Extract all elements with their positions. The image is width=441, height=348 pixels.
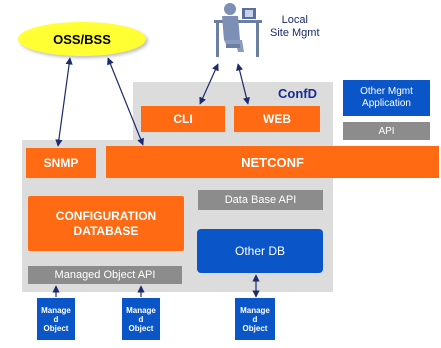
managed-object-2[interactable]: Manage d Object xyxy=(122,298,160,340)
configuration-database-box[interactable]: CONFIGURATION DATABASE xyxy=(28,196,184,251)
arrow-oss-snmp xyxy=(55,57,73,147)
local-site-line1: Local xyxy=(281,14,308,26)
other-db-box[interactable]: Other DB xyxy=(197,229,323,273)
managed-object-2-line1: Manage xyxy=(126,305,156,315)
local-site-label: Local Site Mgmt xyxy=(270,14,320,40)
managed-object-3[interactable]: Manage d Object xyxy=(235,298,275,340)
managed-object-1-line2: d xyxy=(53,314,59,324)
person-at-computer-icon xyxy=(214,3,262,57)
cli-box[interactable]: CLI xyxy=(141,106,225,132)
managed-object-1-line3: Object xyxy=(43,323,69,333)
managed-object-3-line2: d xyxy=(252,314,258,324)
web-box[interactable]: WEB xyxy=(234,106,320,132)
managed-object-1[interactable]: Manage d Object xyxy=(37,298,75,340)
managed-object-api-bar: Managed Object API xyxy=(28,266,182,284)
managed-object-2-line3: Object xyxy=(128,323,154,333)
local-site-line2: Site Mgmt xyxy=(270,27,320,39)
managed-object-3-line3: Object xyxy=(242,323,268,333)
snmp-box[interactable]: SNMP xyxy=(26,148,96,178)
database-api-bar: Data Base API xyxy=(198,190,323,210)
oss-bss-label: OSS/BSS xyxy=(53,31,111,47)
netconf-bar[interactable]: NETCONF xyxy=(106,146,439,178)
managed-object-3-line1: Manage xyxy=(240,305,270,315)
managed-object-2-line2: d xyxy=(138,314,144,324)
config-db-line2: DATABASE xyxy=(73,223,139,238)
other-mgmt-line1: Other Mgmt xyxy=(360,86,413,97)
confd-title: ConfD xyxy=(278,86,317,101)
other-mgmt-api-bar: API xyxy=(343,122,430,140)
other-mgmt-line2: Application xyxy=(362,98,411,109)
config-db-line1: CONFIGURATION xyxy=(55,208,157,223)
other-mgmt-application-box[interactable]: Other Mgmt Application xyxy=(343,80,430,116)
managed-object-1-line1: Manage xyxy=(41,305,71,315)
oss-bss-ellipse[interactable]: OSS/BSS xyxy=(18,22,146,56)
